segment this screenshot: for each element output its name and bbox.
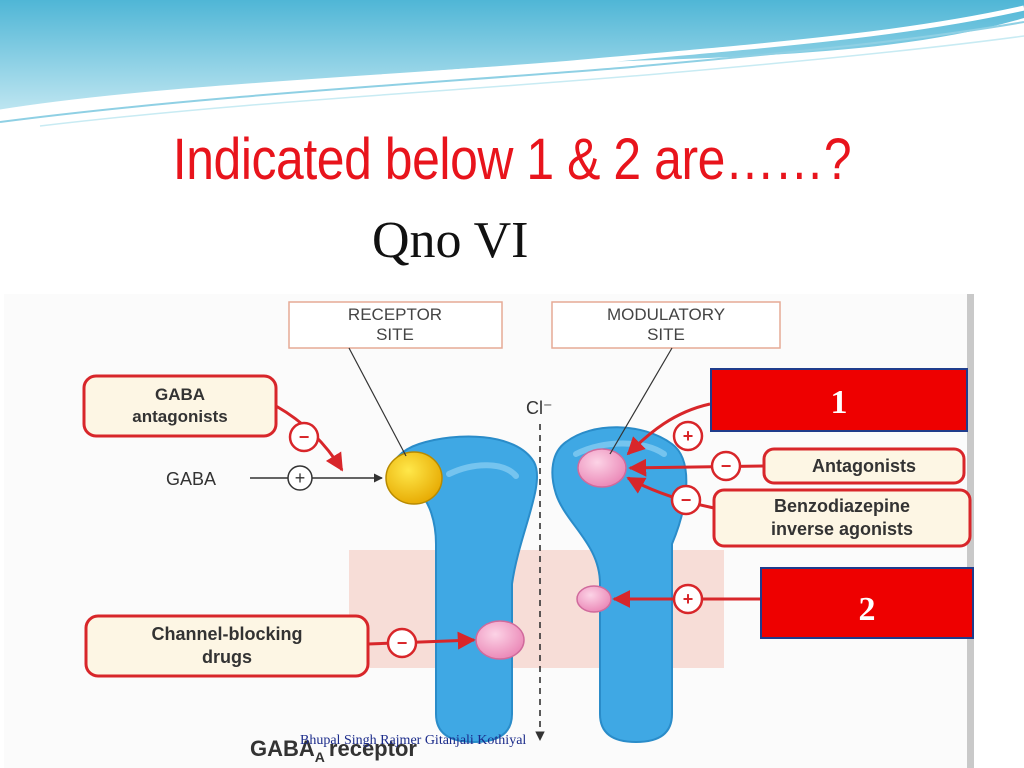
- svg-text:−: −: [681, 490, 692, 510]
- slide-subtitle: Qno VI: [372, 212, 529, 269]
- gaba-antagonists-label: GABA antagonists: [82, 374, 278, 438]
- svg-text:RECEPTOR: RECEPTOR: [348, 305, 442, 324]
- right-receptor-subunit: [551, 426, 688, 744]
- header-wave-decoration: [0, 0, 1024, 127]
- svg-text:+: +: [295, 468, 306, 488]
- answer-box-1: 1: [710, 368, 968, 432]
- svg-text:−: −: [397, 633, 408, 653]
- svg-text:+: +: [683, 589, 694, 609]
- svg-text:−: −: [299, 427, 310, 447]
- benzodiazepine-binding-site: [577, 448, 627, 488]
- channel-blocking-drugs-label: Channel-blocking drugs: [84, 614, 370, 678]
- svg-text:Channel-blocking: Channel-blocking: [151, 624, 302, 644]
- svg-text:+: +: [683, 426, 694, 446]
- gaba-receptor-diagram: Cl⁻ RECEPTOR SITE MODULATORY SITE GABA a…: [4, 294, 974, 768]
- svg-text:−: −: [721, 456, 732, 476]
- slide-title: Indicated below 1 & 2 are……?: [172, 127, 852, 192]
- benzodiazepine-inverse-agonists-label: Benzodiazepine inverse agonists: [712, 488, 972, 548]
- channel-blocking-minus-icon: −: [386, 627, 418, 659]
- slide-footer: Bhupal Singh Rajmer Gitanjali Kothiyal: [300, 733, 527, 748]
- box1-arrow: [626, 402, 711, 456]
- antagonists-minus-icon: −: [710, 450, 742, 482]
- channel-blocker-binding-site: [475, 620, 525, 660]
- svg-text:MODULATORY: MODULATORY: [607, 305, 725, 324]
- svg-text:antagonists: antagonists: [132, 407, 227, 426]
- gaba-antagonists-minus-icon: −: [288, 421, 320, 453]
- left-receptor-subunit: [389, 435, 539, 744]
- channel-blocking-arrow: [367, 631, 476, 650]
- modulatory-site-label: MODULATORY SITE: [551, 301, 781, 349]
- antagonists-arrow: [628, 458, 765, 477]
- benzodiazepine-inverse-minus-icon: −: [670, 484, 702, 516]
- answer-box-2: 2: [760, 567, 974, 639]
- gaba-ligand-label: GABA: [166, 469, 216, 489]
- modulatory-site-pointer: [609, 347, 673, 455]
- svg-text:GABA: GABA: [155, 385, 205, 404]
- svg-text:SITE: SITE: [647, 325, 685, 344]
- box2-plus-icon: +: [672, 583, 704, 615]
- receptor-site-pointer: [348, 347, 407, 457]
- svg-text:Benzodiazepine: Benzodiazepine: [774, 496, 910, 516]
- antagonists-label: Antagonists: [762, 447, 966, 485]
- modulator-binding-site: [576, 585, 612, 613]
- receptor-site-label: RECEPTOR SITE: [288, 301, 503, 349]
- svg-text:SITE: SITE: [376, 325, 414, 344]
- gaba-plus-icon: +: [287, 465, 313, 491]
- svg-text:drugs: drugs: [202, 647, 252, 667]
- gaba-binding-site: [385, 451, 443, 505]
- svg-text:Antagonists: Antagonists: [812, 456, 916, 476]
- svg-text:inverse agonists: inverse agonists: [771, 519, 913, 539]
- benzodiazepine-inverse-agonists-arrow: [626, 476, 715, 510]
- box1-plus-icon: +: [672, 420, 704, 452]
- chloride-ion-label: Cl⁻: [526, 398, 553, 418]
